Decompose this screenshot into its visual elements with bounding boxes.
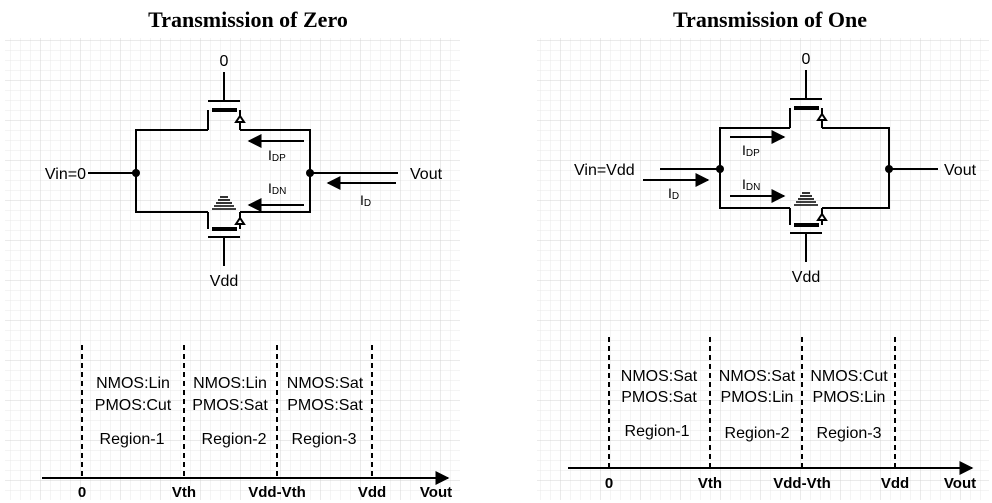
right-r2-nmos: NMOS:Sat xyxy=(719,368,796,385)
right-idn-label: IDN xyxy=(742,176,760,193)
left-axis-label: Vout xyxy=(420,484,452,501)
left-r3-nmos: NMOS:Sat xyxy=(287,375,364,392)
left-r1-name: Region-1 xyxy=(100,431,165,448)
left-r3-pmos: PMOS:Sat xyxy=(287,397,363,414)
right-r2-pmos: PMOS:Lin xyxy=(721,389,794,406)
right-gate-bottom-label: Vdd xyxy=(792,269,820,286)
left-vin-label: Vin=0 xyxy=(45,166,86,183)
right-axis-label: Vout xyxy=(944,475,976,492)
left-tick-vth: Vth xyxy=(172,484,196,501)
right-id-label: ID xyxy=(668,185,679,202)
right-title: Transmission of One xyxy=(673,7,867,32)
right-r3-pmos: PMOS:Lin xyxy=(813,389,886,406)
right-region-dividers xyxy=(608,337,896,468)
left-vin-node xyxy=(132,169,140,177)
right-r3-name: Region-3 xyxy=(817,425,882,442)
left-gate-bottom-label: Vdd xyxy=(210,273,238,290)
right-gate-top-label: 0 xyxy=(802,51,811,68)
right-circuit xyxy=(660,127,938,209)
right-nmos-stack-icon xyxy=(794,192,818,206)
left-tick-0: 0 xyxy=(78,484,86,501)
right-r2-name: Region-2 xyxy=(725,425,790,442)
right-tick-vth: Vth xyxy=(698,475,722,492)
right-r1-nmos: NMOS:Sat xyxy=(621,368,698,385)
right-tick-vdd-vth: Vdd-Vth xyxy=(773,475,831,492)
left-grid xyxy=(5,38,460,500)
left-title: Transmission of Zero xyxy=(148,7,348,32)
right-r1-pmos: PMOS:Sat xyxy=(621,389,697,406)
left-panel: Transmission of Zero 0 xyxy=(42,7,452,501)
left-gate-top-label: 0 xyxy=(220,53,229,70)
right-tick-vdd: Vdd xyxy=(881,475,909,492)
right-idp-label: IDP xyxy=(742,142,760,159)
left-tick-vdd-vth: Vdd-Vth xyxy=(248,484,306,501)
left-nmos-stack-icon xyxy=(212,196,236,210)
left-circuit xyxy=(88,129,398,213)
right-nmos-transistor xyxy=(789,208,828,262)
left-r2-pmos: PMOS:Sat xyxy=(192,397,268,414)
right-r1-name: Region-1 xyxy=(625,423,690,440)
left-r1-pmos: PMOS:Cut xyxy=(95,397,172,414)
left-r1-nmos: NMOS:Lin xyxy=(96,375,170,392)
left-idn-label: IDN xyxy=(268,180,286,197)
right-vin-label: Vin=Vdd xyxy=(574,162,635,179)
left-nmos-transistor xyxy=(207,212,246,266)
left-tick-vdd: Vdd xyxy=(358,484,386,501)
left-r2-name: Region-2 xyxy=(202,431,267,448)
left-r2-nmos: NMOS:Lin xyxy=(193,375,267,392)
right-tick-0: 0 xyxy=(605,475,613,492)
left-region-dividers xyxy=(81,345,373,478)
right-vout-label: Vout xyxy=(944,162,977,179)
left-vout-label: Vout xyxy=(410,166,443,183)
left-idp-label: IDP xyxy=(268,147,286,164)
right-pmos-transistor xyxy=(789,70,828,128)
left-pmos-transistor xyxy=(207,72,246,130)
right-vin-node xyxy=(716,165,724,173)
right-grid xyxy=(537,38,989,500)
right-panel: Transmission of One 0 xyxy=(568,7,977,492)
left-vout-node xyxy=(306,169,314,177)
left-r3-name: Region-3 xyxy=(292,431,357,448)
right-vout-node xyxy=(885,165,893,173)
left-id-label: ID xyxy=(360,192,371,209)
right-r3-nmos: NMOS:Cut xyxy=(810,368,888,385)
